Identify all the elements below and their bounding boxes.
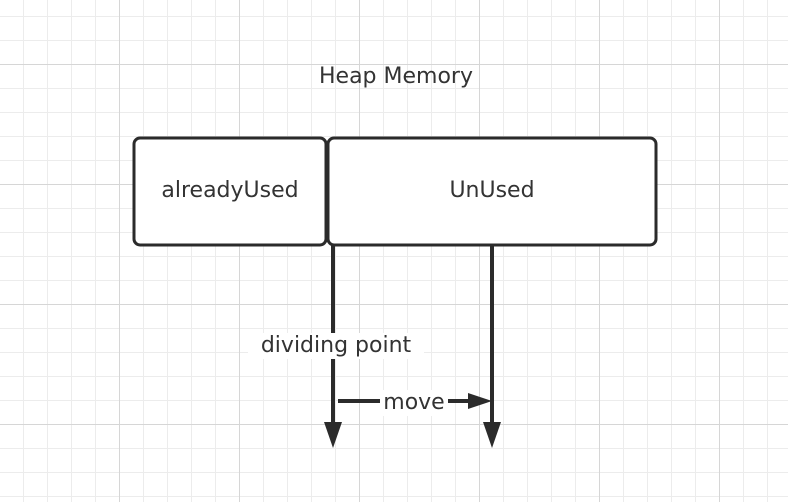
diagram-title: Heap Memory xyxy=(319,64,473,89)
unused-label: UnUsed xyxy=(449,178,535,203)
already-used-label: alreadyUsed xyxy=(161,178,299,203)
new-dividing-point-arrowhead xyxy=(483,422,501,448)
already-used-block xyxy=(132,136,328,247)
move-arrowhead xyxy=(468,393,492,409)
dividing-point-arrowhead xyxy=(324,422,342,448)
dividing-point-label: dividing point xyxy=(248,333,424,359)
move-label: move xyxy=(380,390,448,416)
